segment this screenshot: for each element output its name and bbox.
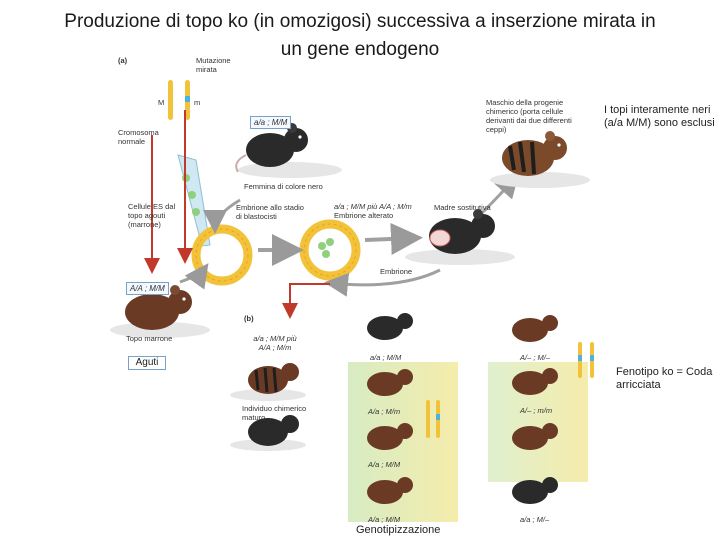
genotyping-label: Genotipizzazione (356, 524, 440, 537)
col2-mid-genotype: A/a ; M/m (368, 407, 400, 416)
col2-black-mouse-icon (367, 313, 413, 340)
brown-genotype: A/A ; M/M (126, 282, 169, 295)
agouti-label: Aguti (128, 356, 166, 370)
chimera-genotype-label: a/a ; M/M più A/A ; M/m (252, 334, 298, 352)
chimeric-male-label: Maschio della progenie chimerico (porta … (486, 98, 578, 134)
genotyping-panel-left (348, 362, 458, 522)
brown-mouse-label: Topo marrone (126, 334, 172, 343)
col3-top-genotype: A/– ; M/– (520, 353, 550, 362)
black-female-genotype: a/a ; M/M (250, 116, 291, 129)
col2-top-genotype: a/a ; M/M (370, 353, 401, 362)
panel-a-label: (a) (118, 56, 127, 65)
altered-genotype-label: a/a ; M/M più A/A ; M/m (334, 202, 426, 211)
blastocyst-right (304, 224, 356, 276)
excluded-note: I topi interamente neri (a/a M/M) sono e… (604, 104, 716, 130)
allele-m-label: m (194, 98, 200, 107)
mutation-label: Mutazione mirata (196, 56, 252, 74)
col2-last-genotype: A/a ; M/M (368, 515, 400, 524)
col3-bot-genotype: a/a ; M/– (520, 515, 549, 524)
black-female-label: Femmina di colore nero (244, 182, 323, 191)
chimeric-male-mouse-icon (502, 131, 567, 176)
altered-embryo-label: Embrione alterato (334, 211, 393, 220)
panel-b-label: (b) (244, 314, 254, 323)
col3-mid-genotype: A/– ; m/m (520, 406, 552, 415)
col2-bot-genotype: A/a ; M/M (368, 460, 400, 469)
chimera-label: Individuo chimerico maturo (242, 404, 312, 422)
blastocyst-left (196, 229, 248, 281)
es-cells-label: Cellule ES dal topo agouti (marrone) (128, 202, 178, 229)
chimera-mouse-icon (248, 363, 299, 394)
allele-M-label: M (158, 98, 164, 107)
embryo-label: Embrione (380, 267, 412, 276)
col3-brown-mouse-1-icon (512, 315, 558, 342)
normal-chromosome-label: Cromosoma normale (118, 128, 168, 146)
surrogate-mother-mouse-icon (429, 209, 495, 254)
surrogate-mother-label: Madre sostitutiva (434, 203, 491, 212)
phenotype-note: Fenotipo ko = Coda arricciata (616, 366, 716, 392)
blastocyst-label: Embrione allo stadio di blastocisti (236, 203, 306, 221)
chromosome-pair-icon (168, 80, 190, 120)
